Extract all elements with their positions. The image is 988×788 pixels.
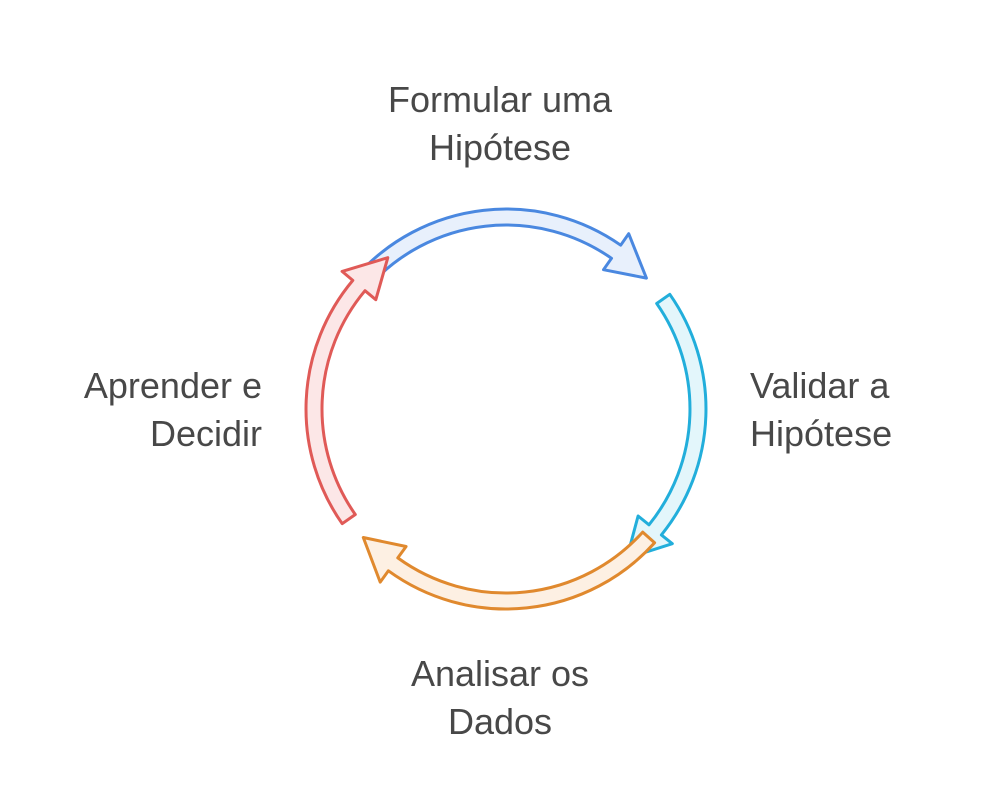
formular-arrow	[355, 207, 648, 288]
aprender-label: Aprender e Decidir	[84, 362, 262, 458]
analisar-label-line-1: Analisar os	[410, 653, 590, 694]
analisar-label-line-2: Dados	[447, 701, 553, 742]
aprender-label-line-2: Decidir	[149, 413, 262, 454]
formular-label: Formular uma Hipótese	[300, 76, 700, 172]
aprender-label-line-1: Aprender e	[83, 365, 262, 406]
analisar-label: Analisar os Dados	[300, 650, 700, 746]
validar-arrow	[625, 292, 708, 560]
validar-label-line-2: Hipótese	[750, 413, 893, 454]
validar-label: Validar a Hipótese	[750, 362, 892, 458]
formular-label-line-1: Formular uma	[387, 79, 613, 120]
validar-label-line-1: Validar a	[750, 365, 890, 406]
formular-label-line-2: Hipótese	[428, 127, 572, 168]
analisar-arrow	[361, 530, 657, 611]
aprender-arrow	[304, 256, 390, 526]
